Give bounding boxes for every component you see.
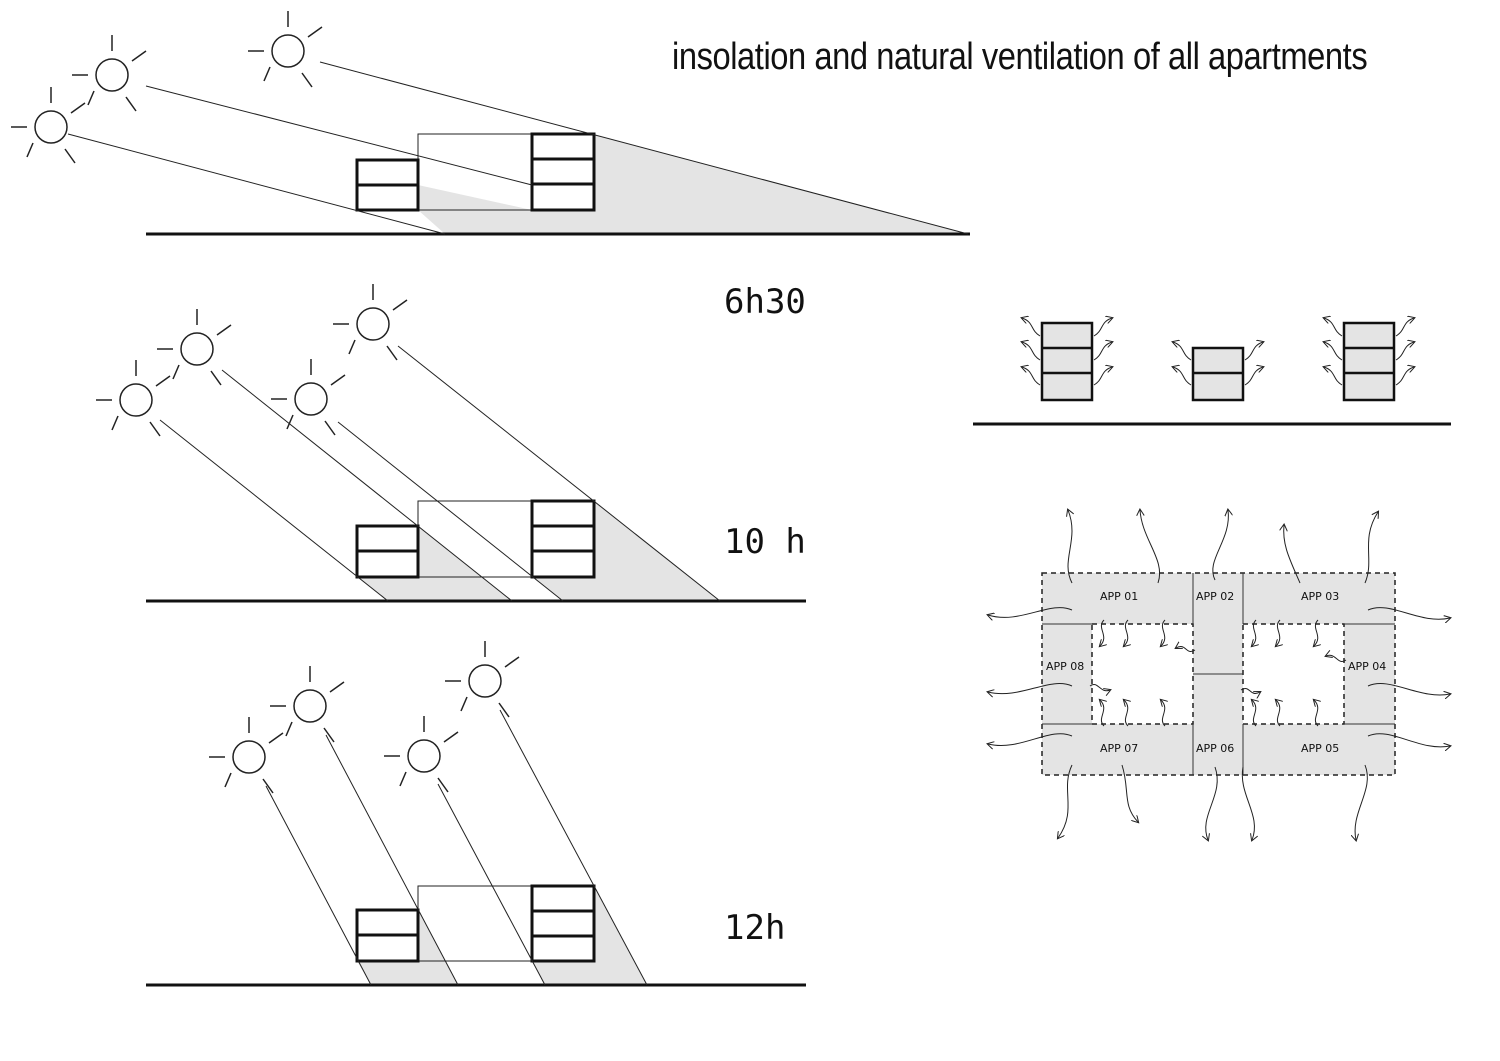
apartment-label: APP 05	[1301, 742, 1339, 755]
sun-icon	[71, 34, 147, 112]
ventilation-plan: APP 01 APP 02 APP 03 APP 04 APP 05 APP 0…	[988, 510, 1450, 840]
sun-icon	[208, 716, 284, 794]
sun-icon	[156, 308, 232, 386]
sun-icon	[10, 86, 86, 164]
apartment-label: APP 03	[1301, 590, 1339, 603]
apartment-label: APP 08	[1046, 660, 1084, 673]
sun-icon	[332, 283, 408, 361]
time-label-1: 6h30	[724, 282, 806, 322]
apartment-label: APP 07	[1100, 742, 1138, 755]
apartment-label: APP 02	[1196, 590, 1234, 603]
section-6h30	[10, 10, 970, 236]
section-10h	[95, 283, 806, 603]
sun-icon	[95, 359, 171, 437]
sun-icon	[270, 358, 346, 436]
sun-icon	[444, 640, 520, 718]
apartment-label: APP 04	[1348, 660, 1386, 673]
time-label-2: 10 h	[724, 522, 806, 562]
sun-icon	[247, 10, 323, 88]
section-12h	[146, 640, 806, 987]
diagram-title: insolation and natural ventilation of al…	[672, 36, 1368, 78]
apartment-label: APP 01	[1100, 590, 1138, 603]
sun-icon	[383, 715, 459, 793]
time-label-3: 12h	[724, 908, 786, 948]
sun-icon	[269, 665, 345, 743]
apartment-label: APP 06	[1196, 742, 1234, 755]
ventilation-elevation	[973, 318, 1451, 426]
